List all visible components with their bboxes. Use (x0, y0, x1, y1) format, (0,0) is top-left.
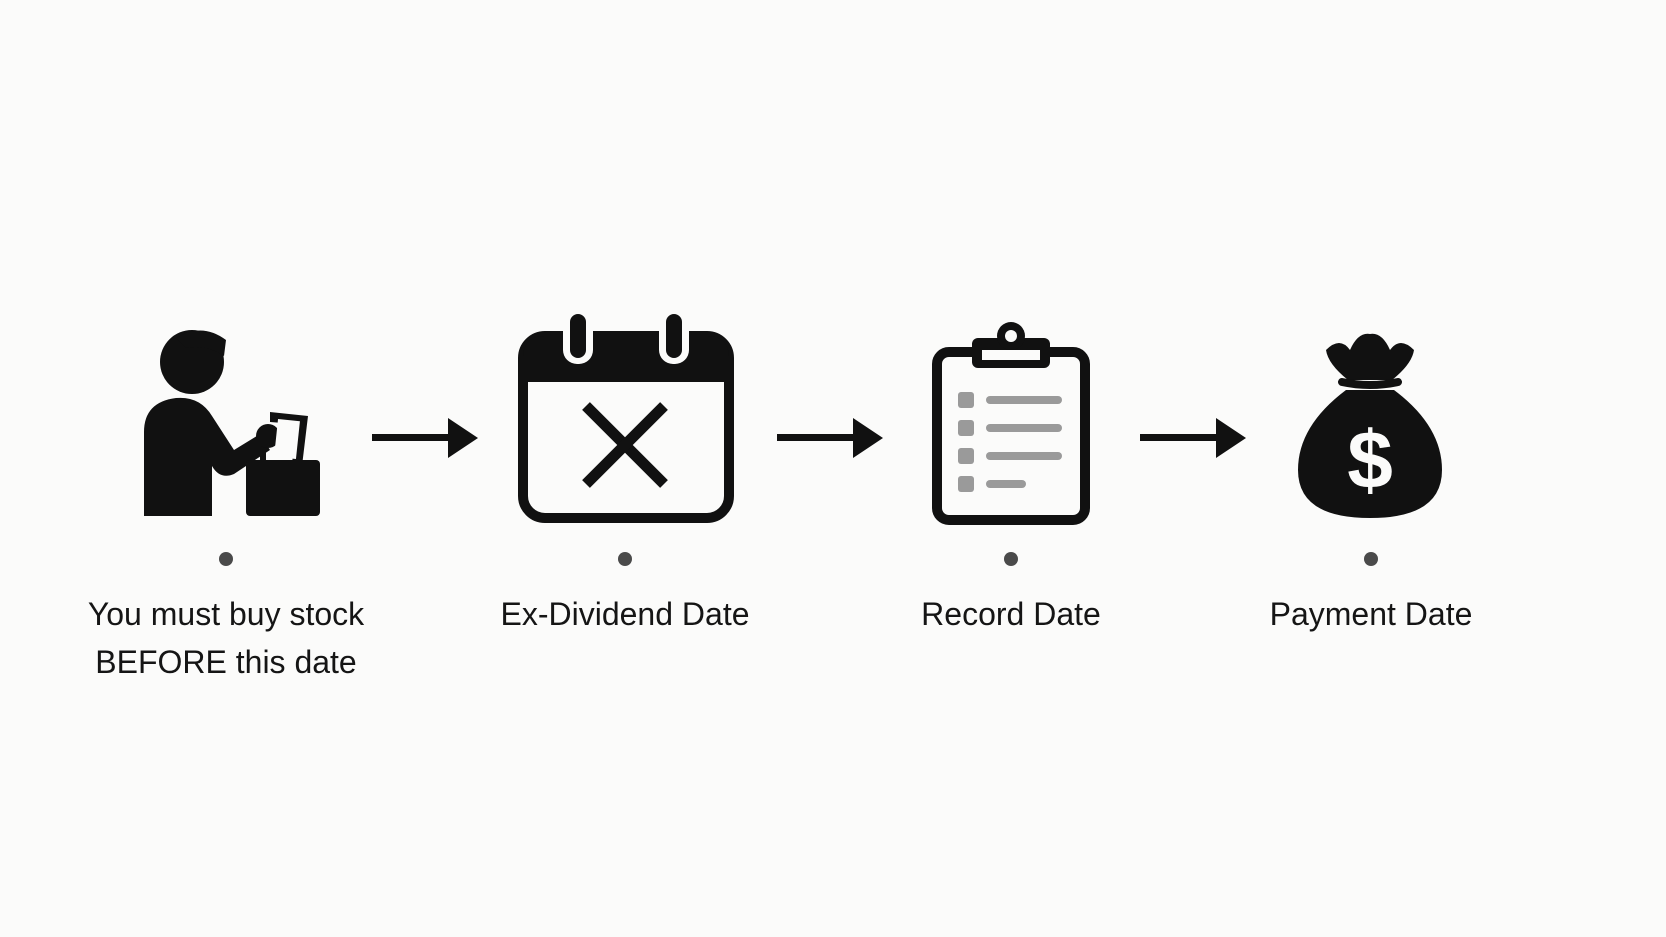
step-label-payment: Payment Date (1269, 596, 1473, 632)
money-bag-icon: $ (1296, 330, 1444, 524)
clipboard-list-icon (932, 320, 1090, 526)
person-buying-icon (142, 326, 342, 518)
arrow-right-icon (372, 416, 484, 460)
arrow-right-icon (777, 416, 889, 460)
arrow-right-icon (1140, 416, 1252, 460)
step-label-buy: You must buy stock BEFORE this date (87, 596, 365, 680)
timeline-dot (618, 552, 632, 566)
step-label-ex-dividend: Ex-Dividend Date (500, 596, 750, 632)
timeline-dot (1004, 552, 1018, 566)
timeline-dot (1364, 552, 1378, 566)
svg-text:$: $ (1347, 415, 1393, 506)
step-label-record: Record Date (921, 596, 1101, 632)
calendar-x-icon (518, 312, 734, 524)
timeline-dot (219, 552, 233, 566)
